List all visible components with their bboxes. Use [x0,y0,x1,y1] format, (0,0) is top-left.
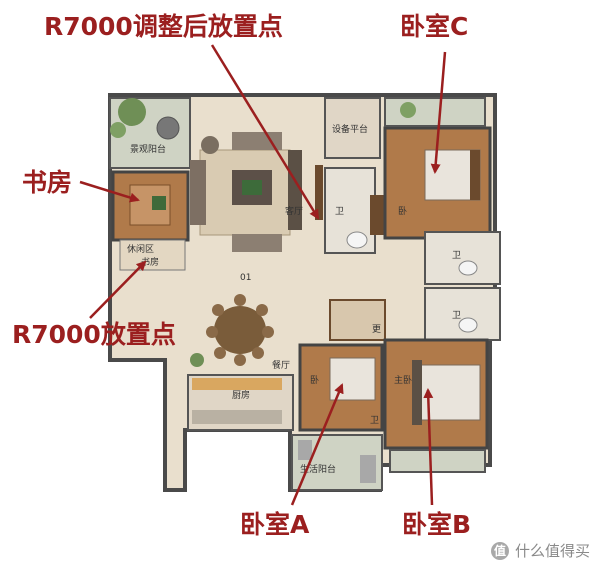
leisure-study-area [119,239,186,271]
label-landscape-balcony: 景观阳台 [130,143,166,155]
label-dining-room: 餐厅 [272,359,290,371]
bathroom-2 [424,231,501,285]
callout-bedroom-b: 卧室B [402,510,472,539]
label-bathroom-1: 卫 [335,207,344,217]
label-equipment-platform: 设备平台 [332,123,368,135]
callout-r7000-adjusted: R7000调整后放置点 [44,12,283,41]
label-bathroom-2: 卫 [452,251,461,261]
arrow-bedroom-b [423,388,434,506]
arrow-bedroom-a [290,383,344,506]
watermark-badge-icon: 值 [490,541,509,560]
label-bathroom-4: 卫 [370,416,379,426]
watermark: 值 什么值得买 [490,540,590,561]
watermark-text: 什么值得买 [514,542,590,560]
room-labels: 景观阳台 设备平台 客厅 卫 卧 卫 休闲区 书房 01 卫 更 餐厅 卧 主卧… [127,123,461,475]
label-unit-number: 01 [240,273,251,283]
arrow-r7000-original [89,260,147,319]
callout-arrows [79,44,447,506]
label-leisure-study-1: 休闲区 [127,243,154,255]
callout-bedroom-a: 卧室A [240,510,310,539]
label-closet: 更 [372,324,381,335]
equipment-platform [324,97,381,159]
label-bedroom-a: 卧 [310,374,319,386]
callout-study: 书房 [22,168,73,197]
label-living-room: 客厅 [285,205,303,217]
floor-plan-base [108,93,501,492]
tv-cabinet [315,165,323,220]
callout-bedroom-c: 卧室C [400,12,469,41]
label-bathroom-3: 卫 [452,311,461,321]
label-master-bedroom: 主卧 [394,374,412,386]
label-bedroom-c: 卧 [398,205,407,217]
bedroom-c-balcony [384,97,486,127]
callout-r7000-original: R7000放置点 [12,320,176,349]
dining-table [206,294,274,366]
closet [329,299,386,341]
master-balcony [389,449,486,473]
label-kitchen: 厨房 [232,389,250,401]
arrow-r7000-adjusted [210,44,320,220]
bathroom-3 [424,287,501,341]
arrow-study [79,180,140,203]
arrow-bedroom-c [430,51,447,174]
